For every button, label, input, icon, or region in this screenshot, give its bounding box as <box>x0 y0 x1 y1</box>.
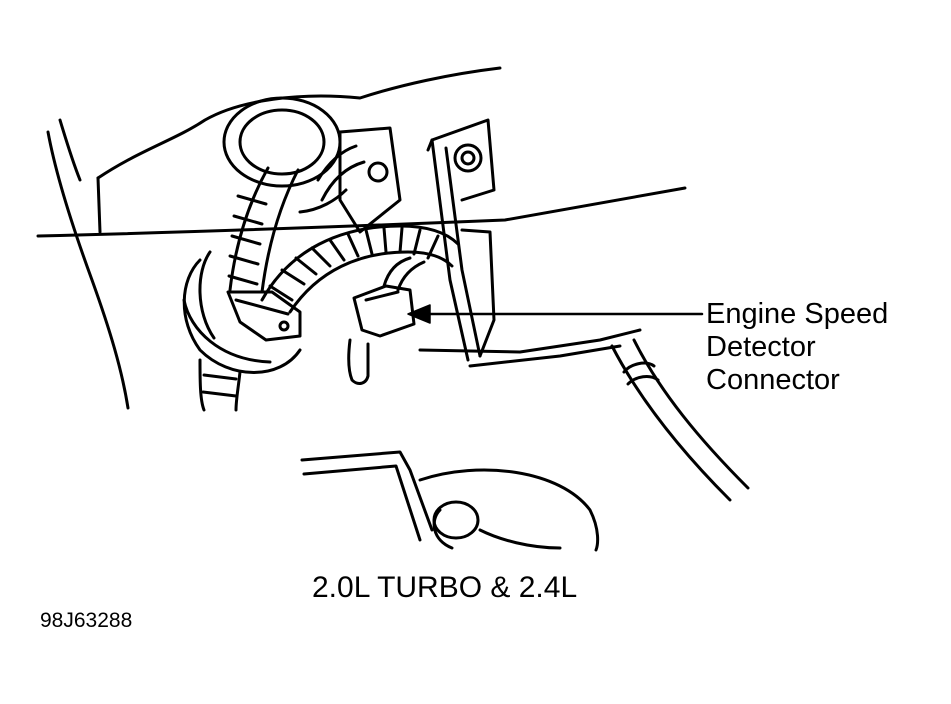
corrugated-harness <box>184 226 458 410</box>
mounting-bracket <box>420 120 640 366</box>
right-hose <box>612 340 748 500</box>
callout-line-2: Detector <box>706 331 816 363</box>
callout-line-1: Engine Speed <box>706 298 889 330</box>
upper-sensor <box>300 128 400 232</box>
callout-arrow-icon <box>408 305 702 323</box>
engine-body-outline <box>38 68 685 408</box>
figure-caption: 2.0L TURBO & 2.4L <box>312 571 578 604</box>
figure-id: 98J63288 <box>40 609 133 632</box>
lower-components <box>302 452 598 550</box>
callout-label: Engine Speed Detector Connector <box>706 298 888 397</box>
callout-line-3: Connector <box>706 364 840 396</box>
engine-speed-detector-connector-icon <box>349 258 424 383</box>
harness-clamp <box>228 292 300 340</box>
round-fitting-boot <box>224 98 340 292</box>
